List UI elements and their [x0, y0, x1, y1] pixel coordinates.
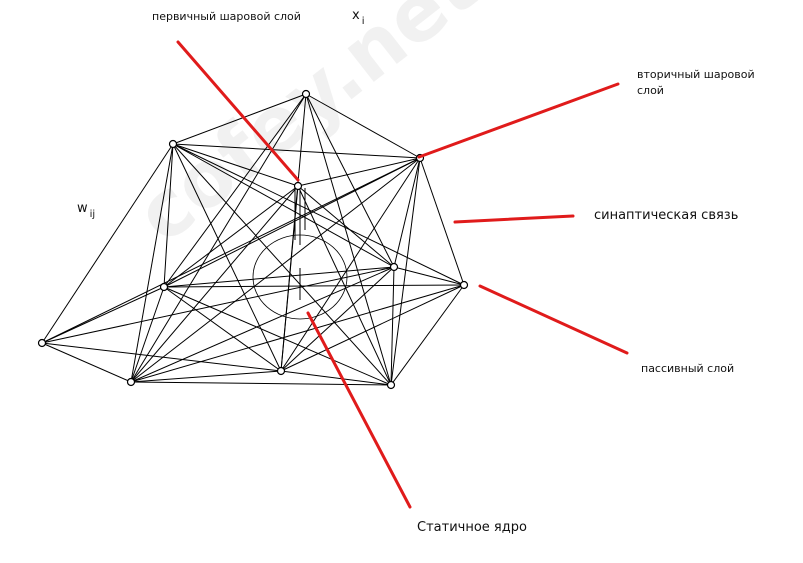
synaptic-edge: [130, 370, 282, 383]
pointer-line: [478, 284, 629, 355]
synaptic-edge: [41, 342, 282, 372]
synaptic-edge: [390, 284, 465, 386]
synaptic-edge: [130, 185, 299, 383]
passive-layer-label: пассивный слой: [641, 362, 735, 375]
synaptic-edge: [163, 143, 174, 288]
pointer-line: [306, 311, 412, 509]
synaptic-edge: [305, 93, 392, 386]
synaptic-edge: [41, 157, 421, 344]
synaptic-edge: [280, 157, 421, 372]
synaptic-edge: [280, 284, 465, 372]
synaptic-connections: [41, 93, 465, 386]
synaptic-edge: [130, 93, 307, 383]
synaptic-edge: [172, 143, 282, 372]
static-core-circle: [252, 188, 348, 320]
synaptic-edge: [390, 157, 421, 386]
synaptic-edge: [130, 286, 165, 383]
synaptic-edge: [297, 157, 421, 187]
synaptic-edge: [130, 284, 465, 383]
synaptic-connection-label: синаптическая связь: [594, 208, 739, 223]
synaptic-edge: [280, 370, 392, 386]
synaptic-edge: [41, 266, 395, 344]
synaptic-edge: [390, 266, 395, 386]
synaptic-edge: [172, 93, 307, 145]
synaptic-edge: [393, 266, 465, 286]
synaptic-edge: [163, 266, 395, 288]
neuron-node: [389, 262, 399, 272]
neuron-node: [126, 377, 136, 387]
neuron-node: [168, 139, 178, 149]
synaptic-edge: [130, 157, 421, 383]
synaptic-edge: [41, 342, 132, 383]
primary-layer-label: первичный шаровой слой: [152, 10, 301, 23]
synaptic-edge: [163, 284, 465, 288]
static-core-label: Статичное ядро: [417, 520, 527, 535]
synaptic-edge: [163, 185, 299, 288]
neuron-node: [301, 89, 311, 99]
pointer-line: [417, 82, 620, 159]
synaptic-edge: [280, 185, 299, 372]
pointer-line: [176, 40, 300, 182]
synaptic-edge: [130, 381, 392, 386]
neuron-node: [386, 380, 396, 390]
pointer-lines: [176, 40, 629, 509]
synaptic-edge: [172, 143, 299, 187]
synaptic-edge: [41, 286, 165, 344]
synaptic-edge: [305, 93, 421, 159]
synaptic-edge: [172, 143, 421, 159]
pointer-line: [453, 214, 575, 224]
synaptic-edge: [280, 266, 395, 372]
synaptic-edge: [163, 157, 421, 288]
neuron-nodes: [37, 89, 469, 390]
synaptic-edge: [297, 185, 395, 268]
secondary-layer-label-line1: вторичный шаровой: [637, 68, 755, 81]
neuron-node: [276, 366, 286, 376]
synaptic-edge: [172, 143, 395, 268]
neuron-node: [293, 181, 303, 191]
synaptic-edge: [419, 157, 465, 286]
synaptic-edge: [130, 143, 174, 383]
neuron-node: [459, 280, 469, 290]
synaptic-edge: [163, 286, 392, 386]
synaptic-edge: [41, 143, 174, 344]
synaptic-edge: [172, 143, 465, 286]
synaptic-edge: [163, 286, 282, 372]
synaptic-edge: [393, 157, 421, 268]
neuron-node: [159, 282, 169, 292]
secondary-layer-label-line2: слой: [637, 84, 664, 97]
synaptic-edge: [305, 93, 395, 268]
neuron-node: [37, 338, 47, 348]
synaptic-edge: [163, 93, 307, 288]
